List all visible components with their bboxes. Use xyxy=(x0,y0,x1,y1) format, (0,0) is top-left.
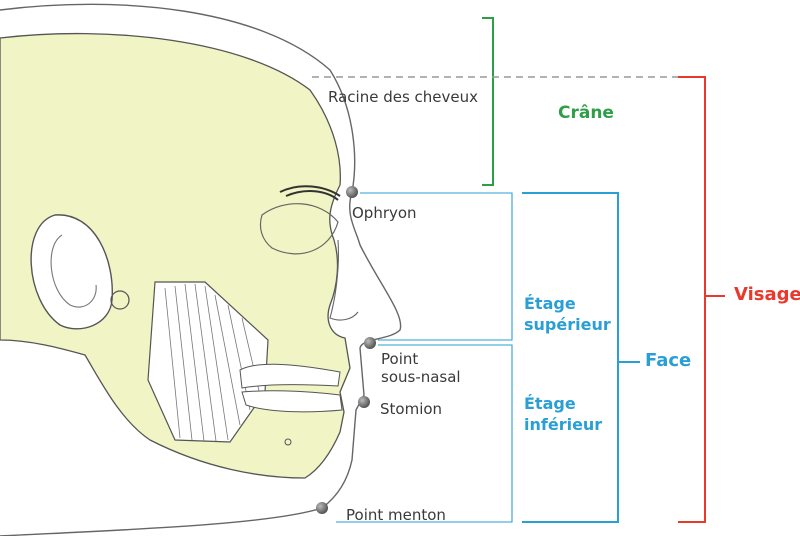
label-point-menton: Point menton xyxy=(346,506,446,524)
sous-nasal-point xyxy=(364,337,376,349)
label-crane: Crâne xyxy=(558,104,614,122)
label-etage-inferieur: Étage inférieur xyxy=(524,393,602,435)
label-visage: Visage xyxy=(734,286,800,304)
stomion-point xyxy=(358,396,370,408)
label-point-sous-nasal: Point sous-nasal xyxy=(381,350,461,386)
menton-point xyxy=(316,502,328,514)
crane-bracket xyxy=(482,18,493,185)
label-racine-des-cheveux: Racine des cheveux xyxy=(328,88,478,106)
face-bracket xyxy=(522,193,640,522)
label-face: Face xyxy=(645,350,691,371)
ophryon-point xyxy=(346,186,358,198)
label-stomion: Stomion xyxy=(380,400,442,418)
label-ophryon: Ophryon xyxy=(352,204,417,222)
visage-bracket xyxy=(678,77,725,522)
label-etage-superieur: Étage supérieur xyxy=(524,293,611,335)
